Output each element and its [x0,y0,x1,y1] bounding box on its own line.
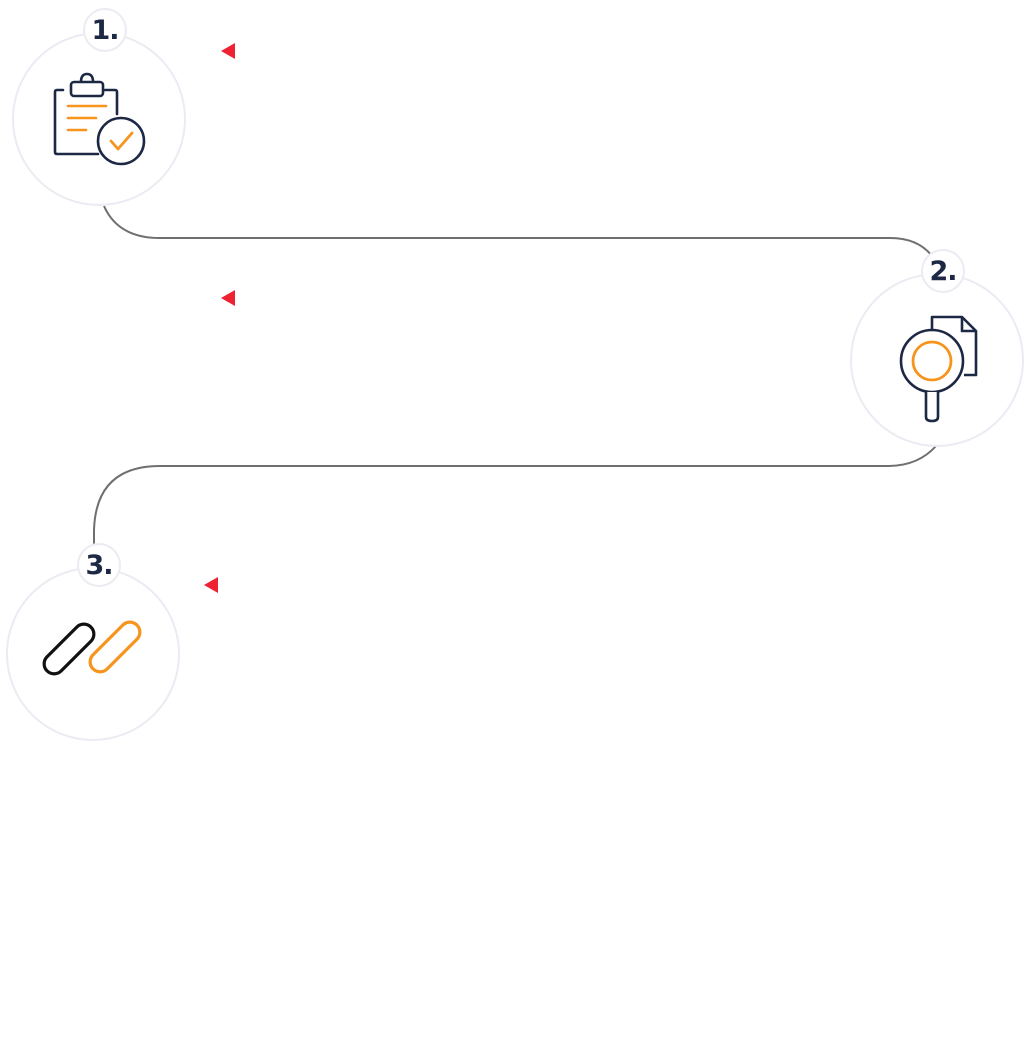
step-1-circle [12,32,186,206]
step-2-number: 2. [921,249,965,293]
clipboard-check-icon [53,72,146,166]
step-2-circle [850,273,1024,447]
step-3-number-label: 3. [85,549,113,581]
link-icon [42,620,142,676]
step-3-number: 3. [77,543,121,587]
step-1-marker [221,43,235,59]
step-2-marker [221,290,235,306]
step-1-number: 1. [83,8,127,52]
step-2-number-label: 2. [929,255,957,287]
document-search-icon [899,315,978,423]
step-3-circle [6,567,180,741]
step-3-marker [204,577,218,593]
step-1-number-label: 1. [91,14,119,46]
